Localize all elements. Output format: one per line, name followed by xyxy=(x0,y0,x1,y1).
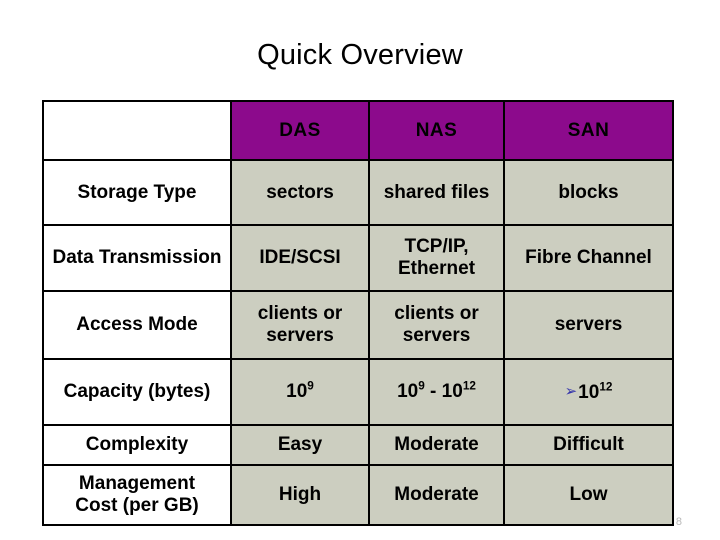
row-label-access-mode: Access Mode xyxy=(42,290,232,360)
cell-storage-type-san: blocks xyxy=(503,159,674,226)
cell-capacity-nas: 109 - 1012 xyxy=(368,358,505,426)
cell-access-mode-nas: clients or servers xyxy=(368,290,505,360)
cell-management-cost-das: High xyxy=(230,464,370,526)
capacity-das-base: 10 xyxy=(286,381,308,402)
row-label-complexity: Complexity xyxy=(42,424,232,466)
row-label-capacity: Capacity (bytes) xyxy=(42,358,232,426)
cell-data-transmission-das: IDE/SCSI xyxy=(230,224,370,292)
table-row: Storage Type sectors shared files blocks xyxy=(42,159,674,226)
capacity-san-base: 10 xyxy=(578,382,600,403)
table-row: Management Cost (per GB) High Moderate L… xyxy=(42,464,674,526)
arrow-bullet-icon: ➢ xyxy=(564,382,578,400)
capacity-nas-separator: - xyxy=(424,381,442,402)
cell-complexity-das: Easy xyxy=(230,424,370,466)
cell-access-mode-san: servers xyxy=(503,290,674,360)
cell-management-cost-nas: Moderate xyxy=(368,464,505,526)
row-label-management-cost-line1: Management xyxy=(78,473,196,494)
cell-complexity-nas: Moderate xyxy=(368,424,505,466)
storage-comparison-table: DAS NAS SAN Storage Type sectors shared … xyxy=(42,100,674,526)
column-header-das: DAS xyxy=(230,100,370,161)
capacity-nas-exponent-2: 12 xyxy=(462,379,476,393)
row-label-management-cost-line2: Cost (per GB) xyxy=(75,495,199,516)
capacity-nas-base-2: 10 xyxy=(441,381,463,402)
column-header-nas: NAS xyxy=(368,100,505,161)
table-row: Data Transmission IDE/SCSI TCP/IP, Ether… xyxy=(42,224,674,292)
page-title: Quick Overview xyxy=(257,39,463,71)
cell-complexity-san: Difficult xyxy=(503,424,674,466)
capacity-nas-exponent-1: 9 xyxy=(418,379,425,393)
cell-storage-type-nas: shared files xyxy=(368,159,505,226)
cell-management-cost-san: Low xyxy=(503,464,674,526)
row-label-management-cost: Management Cost (per GB) xyxy=(42,464,232,526)
capacity-das-exponent: 9 xyxy=(307,379,314,393)
column-header-san: SAN xyxy=(503,100,674,161)
table-row: Complexity Easy Moderate Difficult xyxy=(42,424,674,466)
cell-storage-type-das: sectors xyxy=(230,159,370,226)
cell-capacity-san: ➢1012 xyxy=(503,358,674,426)
row-label-data-transmission: Data Transmission xyxy=(42,224,232,292)
capacity-nas-base-1: 10 xyxy=(397,381,419,402)
table-row: Access Mode clients or servers clients o… xyxy=(42,290,674,360)
capacity-san-exponent: 12 xyxy=(599,380,613,394)
table-header-corner xyxy=(42,100,232,161)
table-row: Capacity (bytes) 109 109 - 1012 ➢1012 xyxy=(42,358,674,426)
cell-data-transmission-san: Fibre Channel xyxy=(503,224,674,292)
cell-capacity-das: 109 xyxy=(230,358,370,426)
page-number: 8 xyxy=(675,516,682,528)
row-label-storage-type: Storage Type xyxy=(42,159,232,226)
cell-data-transmission-nas: TCP/IP, Ethernet xyxy=(368,224,505,292)
cell-access-mode-das: clients or servers xyxy=(230,290,370,360)
table-header-row: DAS NAS SAN xyxy=(42,100,674,161)
